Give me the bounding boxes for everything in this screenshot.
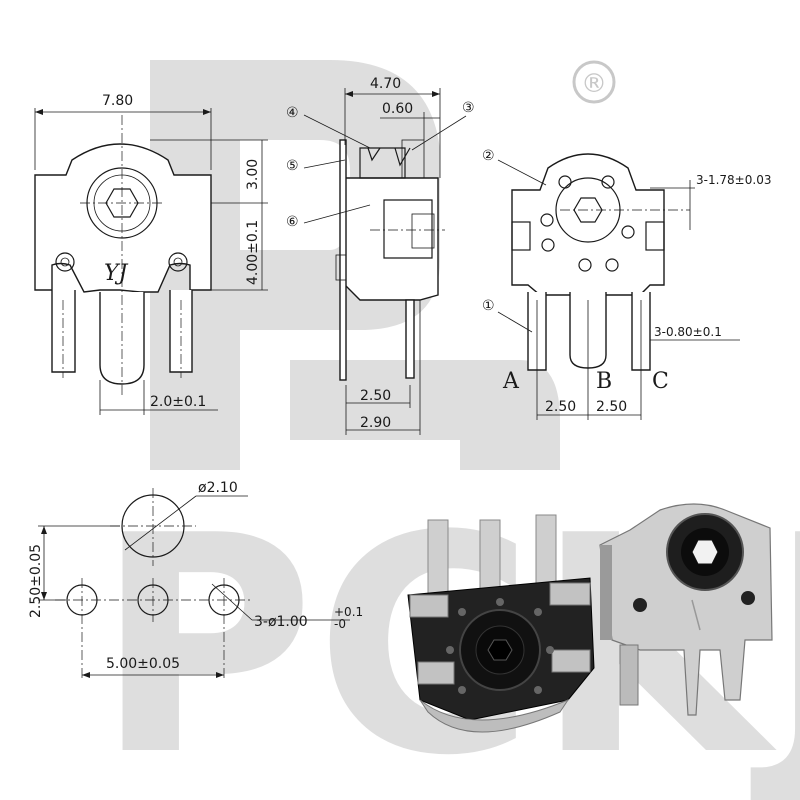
back-body xyxy=(511,153,665,296)
front-width-dim: 7.80 xyxy=(102,93,133,109)
callout-6: ⑥ xyxy=(286,214,299,230)
callout-4: ④ xyxy=(286,105,299,121)
side-shaft-dim: 0.60 xyxy=(382,101,413,117)
front-view: YJ 7.80 3.00 4.00±0.1 2.0±0.1 xyxy=(34,93,268,415)
footprint-horizontal-dim: 5.00±0.05 xyxy=(106,656,180,672)
side-terminal xyxy=(405,299,415,379)
front-mount-hole-right xyxy=(168,252,188,272)
back-view: A B C 2.50 2.50 3-1.78±0.03 3-0.80±0.1 ②… xyxy=(482,148,771,420)
front-height-dim: 4.00±0.1 xyxy=(245,220,261,285)
front-top-dim: 3.00 xyxy=(245,159,261,190)
front-terminal-left xyxy=(51,290,76,373)
footprint-tol-lower: -0 xyxy=(334,617,346,631)
callout-1: ① xyxy=(482,298,495,314)
footprint-large-hole-dim: ø2.10 xyxy=(198,480,238,496)
callout-3: ③ xyxy=(462,100,475,116)
footprint-small-holes-dim: 3-ø1.00 xyxy=(254,614,308,630)
pin-label-a: A xyxy=(502,369,520,394)
back-pin-width-dim: 3-0.80±0.1 xyxy=(654,325,722,339)
footprint-view: ø2.10 3-ø1.00 +0.1 -0 2.50±0.05 5.00±0.0… xyxy=(28,480,363,680)
callout-2: ② xyxy=(482,148,495,164)
side-view: 4.70 0.60 2.50 2.90 ④ ③ ⑤ ⑥ xyxy=(286,76,475,435)
front-marking: YJ xyxy=(104,261,129,286)
side-body xyxy=(344,177,439,301)
footprint-vertical-dim: 2.50±0.05 xyxy=(28,544,44,618)
back-mount-pin-dim: 3-1.78±0.03 xyxy=(696,173,771,187)
pin-label-c: C xyxy=(652,369,669,394)
front-mount-hole-left xyxy=(55,252,75,272)
component-photo-back xyxy=(407,514,595,733)
component-photo-front xyxy=(599,503,773,716)
side-depth-dim: 4.70 xyxy=(370,76,401,92)
side-metal-plate xyxy=(339,139,347,381)
registered-mark: ® xyxy=(581,69,607,99)
side-snap xyxy=(383,199,433,259)
back-pitch-right: 2.50 xyxy=(596,399,627,415)
side-pin-offset-dim: 2.50 xyxy=(360,388,391,404)
photo-hex-socket xyxy=(487,639,513,661)
side-base-dim: 2.90 xyxy=(360,415,391,431)
callout-5: ⑤ xyxy=(286,158,299,174)
photo-front-hex xyxy=(691,539,719,565)
footprint-tol-upper: +0.1 xyxy=(334,605,363,619)
registered-circle xyxy=(572,60,616,104)
pin-label-b: B xyxy=(596,369,612,394)
back-pitch-left: 2.50 xyxy=(545,399,576,415)
front-pin-dim: 2.0±0.1 xyxy=(150,394,206,410)
